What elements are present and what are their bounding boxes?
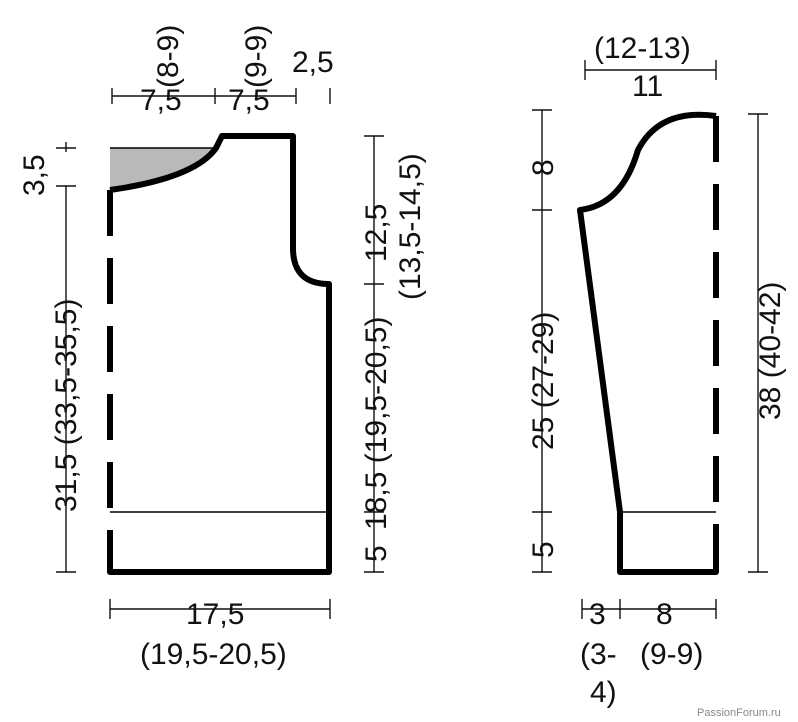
- label-sleeve-bottom-right-alt: (9-9): [640, 638, 703, 671]
- label-shoulder-width-alt: (9-9): [240, 25, 273, 88]
- label-top-right: 2,5: [292, 46, 334, 79]
- watermark: PassionForum.ru: [697, 707, 781, 719]
- sleeve-left-dimension: 8 25 (27-29) 5: [527, 109, 560, 573]
- label-body-height: 31,5 (33,5-35,5): [50, 299, 83, 512]
- label-body-rib: 5: [360, 545, 393, 562]
- label-sleeve-total: 38 (40-42): [754, 282, 787, 420]
- label-sleeve-bottom-left: 3: [589, 598, 606, 631]
- label-body-width: 17,5: [186, 598, 244, 631]
- label-body-width-alt: (19,5-20,5): [140, 638, 287, 671]
- label-sleeve-bottom-left-alt2: 4): [590, 676, 617, 709]
- label-side-length: 18,5 (19,5-20,5): [360, 317, 393, 530]
- neckline-shaded-area: [110, 148, 216, 188]
- sleeve-piece: (12-13) 11 8 25 (27-29) 5 38 (40-42): [527, 32, 787, 709]
- body-right-dimension: 12,5 (13,5-14,5) 18,5 (19,5-20,5) 5: [360, 135, 427, 573]
- sleeve-right-dimension: 38 (40-42): [748, 113, 787, 573]
- label-armhole-height-alt: (13,5-14,5): [394, 153, 427, 300]
- label-sleeve-length: 25 (27-29): [527, 312, 560, 450]
- sleeve-top-dimension: (12-13) 11: [584, 32, 717, 103]
- body-outline: [107, 133, 332, 575]
- label-sleeve-bottom-right: 8: [656, 598, 673, 631]
- label-shoulder-width: 7,5: [228, 84, 270, 117]
- label-sleeve-top-alt: (12-13): [594, 32, 691, 65]
- label-sleeve-rib: 5: [527, 541, 560, 558]
- label-neck-width-alt: (8-9): [152, 25, 185, 88]
- body-bottom-dimension: 17,5 (19,5-20,5): [109, 598, 331, 671]
- sleeve-bottom-dimension: 3 8 (3- 4) (9-9): [580, 598, 717, 709]
- label-sleeve-bottom-left-alt: (3-: [580, 638, 617, 671]
- body-left-dimension: 3,5 31,5 (33,5-35,5): [18, 142, 83, 573]
- label-neck-depth: 3,5: [18, 154, 51, 196]
- label-armhole-height: 12,5: [360, 204, 393, 262]
- body-top-dimension: 7,5 7,5 2,5 (8-9) (9-9): [111, 25, 334, 117]
- body-piece: 7,5 7,5 2,5 (8-9) (9-9) 3,5 31,5 (33,5-3…: [18, 25, 427, 671]
- label-sleeve-cap: 8: [527, 159, 560, 176]
- label-sleeve-top: 11: [632, 70, 663, 103]
- label-neck-width: 7,5: [140, 84, 182, 117]
- sleeve-outline: [577, 111, 719, 575]
